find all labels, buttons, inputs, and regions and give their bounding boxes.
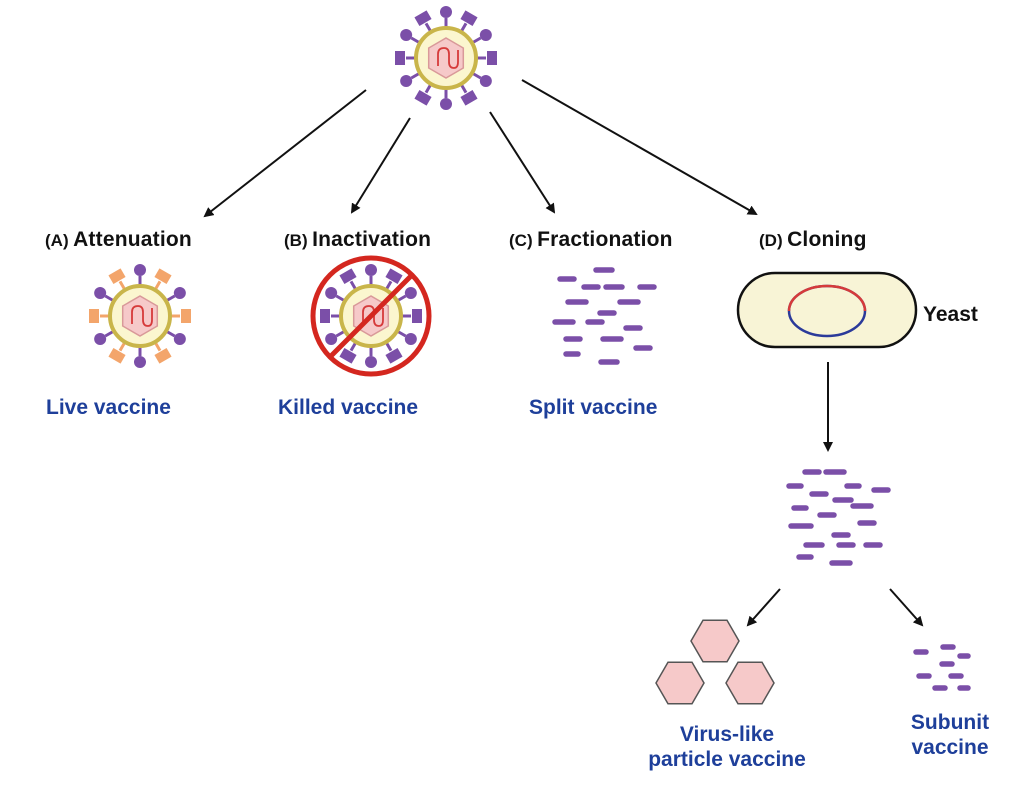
- subunit-vaccine-label: Subunit vaccine: [898, 710, 1002, 760]
- spike-head: [365, 264, 377, 276]
- spike-head: [400, 75, 413, 87]
- method-letter: (A): [45, 231, 69, 250]
- arrow-to-attenuation: [203, 89, 367, 218]
- spike-head: [134, 356, 146, 368]
- spike-head: [487, 51, 497, 65]
- method-label-inactivation: (B) Inactivation: [284, 228, 431, 252]
- vlp-vaccine-line2: particle vaccine: [648, 748, 806, 771]
- spike-head: [339, 348, 357, 364]
- method-label-fractionation: (C) Fractionation: [509, 228, 673, 252]
- method-letter: (D): [759, 231, 783, 250]
- spike-head: [440, 6, 452, 18]
- spike-head: [94, 287, 107, 299]
- spike-head: [400, 29, 413, 41]
- spike-head: [460, 90, 478, 106]
- spike-head: [173, 333, 186, 345]
- spike-head: [94, 333, 107, 345]
- arrow-to-cloning: [521, 79, 758, 215]
- spike-head: [89, 309, 99, 323]
- recombinant-proteins-icon: [786, 469, 891, 566]
- vlp-hexagon: [725, 661, 775, 705]
- virus-icon: [395, 6, 497, 110]
- live-vaccine-label: Live vaccine: [46, 396, 171, 419]
- spike-head: [385, 348, 403, 364]
- spike-head: [365, 356, 377, 368]
- split-vaccine-label: Split vaccine: [529, 396, 658, 419]
- spike-head: [460, 10, 478, 26]
- spike-head: [325, 333, 338, 345]
- spike-head: [414, 90, 432, 106]
- spike-head: [154, 348, 172, 364]
- arrow-to-fractionation: [489, 111, 556, 214]
- spike-head: [134, 264, 146, 276]
- prohibit-bar: [328, 273, 414, 359]
- genome: [131, 305, 153, 327]
- arrow-to-subunit: [889, 588, 924, 627]
- method-label-attenuation: (A) Attenuation: [45, 228, 192, 252]
- subunit-proteins-icon: [913, 644, 971, 691]
- spike-head: [108, 348, 126, 364]
- spike-head: [395, 51, 405, 65]
- vlp-vaccine-label: Virus-like particle vaccine: [632, 722, 822, 772]
- attenuated-virus-icon: [89, 264, 191, 368]
- method-letter: (C): [509, 231, 533, 250]
- spike-head: [320, 309, 330, 323]
- method-label-cloning: (D) Cloning: [759, 228, 867, 252]
- spike-head: [414, 10, 432, 26]
- arrow-to-vlp: [746, 588, 781, 627]
- method-name: Cloning: [787, 228, 867, 251]
- spike-head: [412, 309, 422, 323]
- method-name: Fractionation: [537, 228, 673, 251]
- method-name: Attenuation: [73, 228, 192, 251]
- method-letter: (B): [284, 231, 308, 250]
- subunit-vaccine-line2: vaccine: [911, 736, 989, 759]
- virus-like-particles-icon: [655, 619, 775, 705]
- spike-head: [173, 287, 186, 299]
- vlp-vaccine-line1: Virus-like: [679, 723, 775, 746]
- prohibition-sign-icon: [310, 255, 432, 377]
- spike-head: [154, 268, 172, 284]
- spike-head: [385, 268, 403, 284]
- spike-head: [108, 268, 126, 284]
- spike-head: [404, 333, 417, 345]
- spike-head: [325, 287, 338, 299]
- plasmid-insert-icon: [787, 284, 867, 312]
- subunit-vaccine-line1: Subunit: [910, 711, 990, 734]
- vlp-hexagon: [655, 661, 705, 705]
- spike-head: [339, 268, 357, 284]
- arrow-to-inactivation: [350, 117, 411, 214]
- vlp-hexagon: [690, 619, 740, 663]
- spike-head: [440, 98, 452, 110]
- genome: [437, 47, 459, 69]
- yeast-cell-icon: [736, 271, 918, 349]
- prohibit-ring: [310, 255, 432, 377]
- spike-head: [181, 309, 191, 323]
- spike-head: [479, 29, 492, 41]
- spike-head: [404, 287, 417, 299]
- yeast-label: Yeast: [923, 303, 978, 326]
- spike-head: [479, 75, 492, 87]
- killed-vaccine-label: Killed vaccine: [278, 396, 419, 419]
- method-name: Inactivation: [312, 228, 432, 251]
- split-fragments-icon: [552, 267, 657, 365]
